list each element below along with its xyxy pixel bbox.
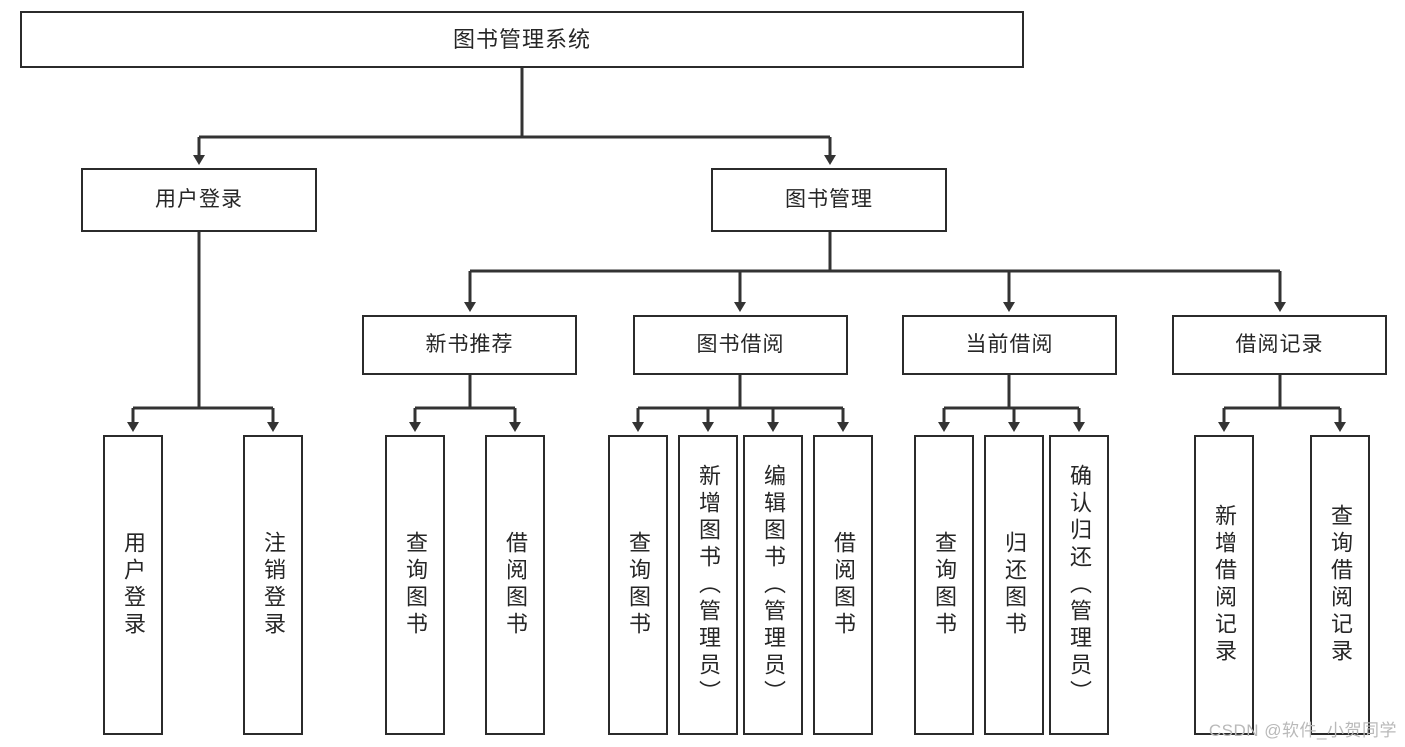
node-root[interactable]: 图书管理系统	[20, 11, 1024, 68]
node-leaf-query-book-3[interactable]: 查询图书	[914, 435, 974, 735]
node-leaf-user-login-label: 用户登录	[121, 531, 146, 639]
watermark: CSDN @软件_小贺同学	[1208, 721, 1397, 740]
node-leaf-user-login[interactable]: 用户登录	[103, 435, 163, 735]
node-leaf-borrow-book-2-label: 借阅图书	[831, 531, 856, 639]
node-current-borrow-label: 当前借阅	[965, 332, 1054, 356]
node-leaf-add-record-label: 新增借阅记录	[1212, 504, 1237, 666]
node-leaf-add-record[interactable]: 新增借阅记录	[1194, 435, 1254, 735]
node-leaf-borrow-book-1-label: 借阅图书	[503, 531, 528, 639]
node-user-login[interactable]: 用户登录	[81, 168, 317, 232]
node-book-manage[interactable]: 图书管理	[711, 168, 947, 232]
node-borrow-record[interactable]: 借阅记录	[1172, 315, 1387, 375]
node-leaf-query-record-label: 查询借阅记录	[1328, 504, 1353, 666]
node-leaf-query-book-1[interactable]: 查询图书	[385, 435, 445, 735]
node-leaf-edit-book[interactable]: 编辑图书（管理员）	[743, 435, 803, 735]
node-leaf-query-book-2-label: 查询图书	[626, 531, 651, 639]
node-book-manage-label: 图书管理	[785, 187, 873, 211]
node-borrow-record-label: 借阅记录	[1235, 332, 1324, 356]
node-leaf-query-book-1-label: 查询图书	[403, 531, 428, 639]
node-leaf-query-book-3-label: 查询图书	[932, 531, 957, 639]
node-new-book-recommend-label: 新书推荐	[425, 332, 514, 356]
node-book-borrow[interactable]: 图书借阅	[633, 315, 848, 375]
node-leaf-confirm-return-label: 确认归还（管理员）	[1067, 463, 1092, 707]
node-leaf-query-record[interactable]: 查询借阅记录	[1310, 435, 1370, 735]
node-user-login-label: 用户登录	[155, 187, 243, 211]
node-leaf-return-book[interactable]: 归还图书	[984, 435, 1044, 735]
node-leaf-return-book-label: 归还图书	[1002, 531, 1027, 639]
node-leaf-confirm-return[interactable]: 确认归还（管理员）	[1049, 435, 1109, 735]
node-leaf-logout-label: 注销登录	[261, 531, 286, 639]
node-root-label: 图书管理系统	[452, 26, 591, 52]
node-leaf-logout[interactable]: 注销登录	[243, 435, 303, 735]
node-leaf-edit-book-label: 编辑图书（管理员）	[761, 463, 786, 707]
node-leaf-borrow-book-1[interactable]: 借阅图书	[485, 435, 545, 735]
node-book-borrow-label: 图书借阅	[696, 332, 785, 356]
node-current-borrow[interactable]: 当前借阅	[902, 315, 1117, 375]
node-leaf-query-book-2[interactable]: 查询图书	[608, 435, 668, 735]
node-leaf-add-book[interactable]: 新增图书（管理员）	[678, 435, 738, 735]
node-leaf-borrow-book-2[interactable]: 借阅图书	[813, 435, 873, 735]
node-new-book-recommend[interactable]: 新书推荐	[362, 315, 577, 375]
node-leaf-add-book-label: 新增图书（管理员）	[696, 463, 721, 707]
